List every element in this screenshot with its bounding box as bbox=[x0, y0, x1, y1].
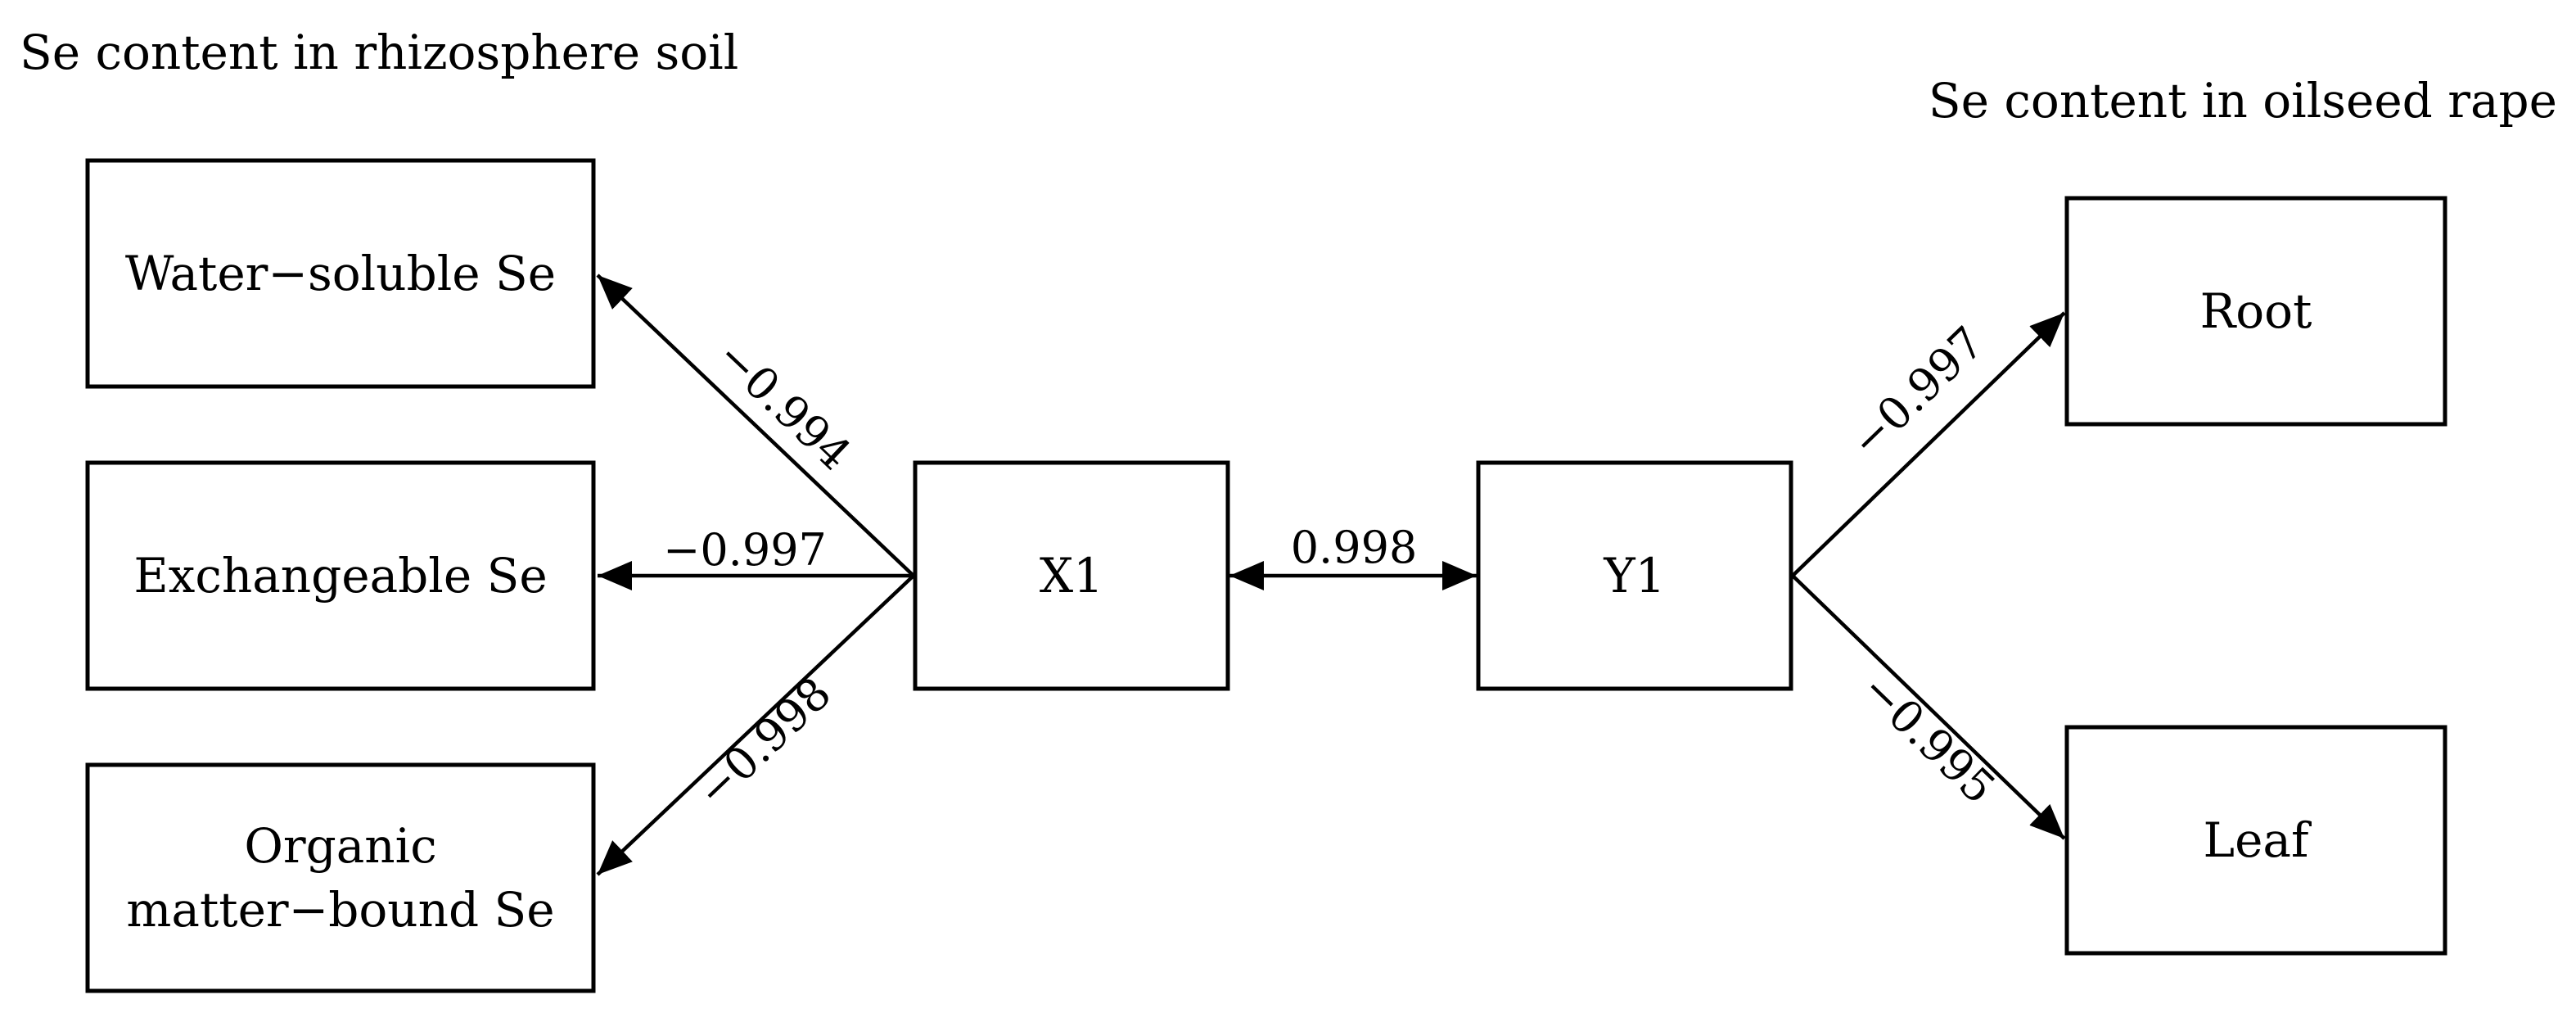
node-organic-label-line2: matter−bound Se bbox=[126, 882, 554, 938]
node-organic-matter-bound-se: Organic matter−bound Se bbox=[85, 762, 596, 993]
node-root-label: Root bbox=[2200, 283, 2312, 339]
node-water-soluble-se: Water−soluble Se bbox=[85, 158, 596, 389]
node-leaf-label: Leaf bbox=[2204, 812, 2312, 868]
node-y1: Y1 bbox=[1476, 460, 1793, 691]
coef-y1-leaf: −0.995 bbox=[1852, 663, 2005, 814]
coef-y1-root: −0.997 bbox=[1840, 317, 1994, 468]
node-leaf: Leaf bbox=[2064, 725, 2447, 956]
coef-x1-water-soluble: −0.994 bbox=[707, 330, 861, 480]
node-x1: X1 bbox=[913, 460, 1230, 691]
node-y1-label: Y1 bbox=[1603, 548, 1665, 604]
edge-x1-organic bbox=[596, 574, 915, 876]
edge-y1-leaf bbox=[1791, 574, 2066, 840]
edge-y1-root bbox=[1791, 311, 2066, 577]
coef-x1-organic: −0.998 bbox=[687, 667, 841, 817]
plant-group-title: Se content in oilseed rape bbox=[1929, 73, 2557, 129]
edge-x1-water-soluble bbox=[596, 274, 915, 577]
node-water-soluble-se-label: Water−soluble Se bbox=[125, 246, 556, 301]
coef-x1-exchangeable: −0.997 bbox=[663, 524, 827, 576]
node-organic-label-line1: Organic bbox=[244, 818, 436, 874]
coef-x1-y1: 0.998 bbox=[1291, 522, 1418, 573]
soil-group-title: Se content in rhizosphere soil bbox=[20, 25, 738, 80]
node-x1-label: X1 bbox=[1040, 548, 1103, 604]
node-root: Root bbox=[2064, 196, 2447, 427]
node-exchangeable-se-label: Exchangeable Se bbox=[133, 548, 547, 604]
node-exchangeable-se: Exchangeable Se bbox=[85, 460, 596, 691]
